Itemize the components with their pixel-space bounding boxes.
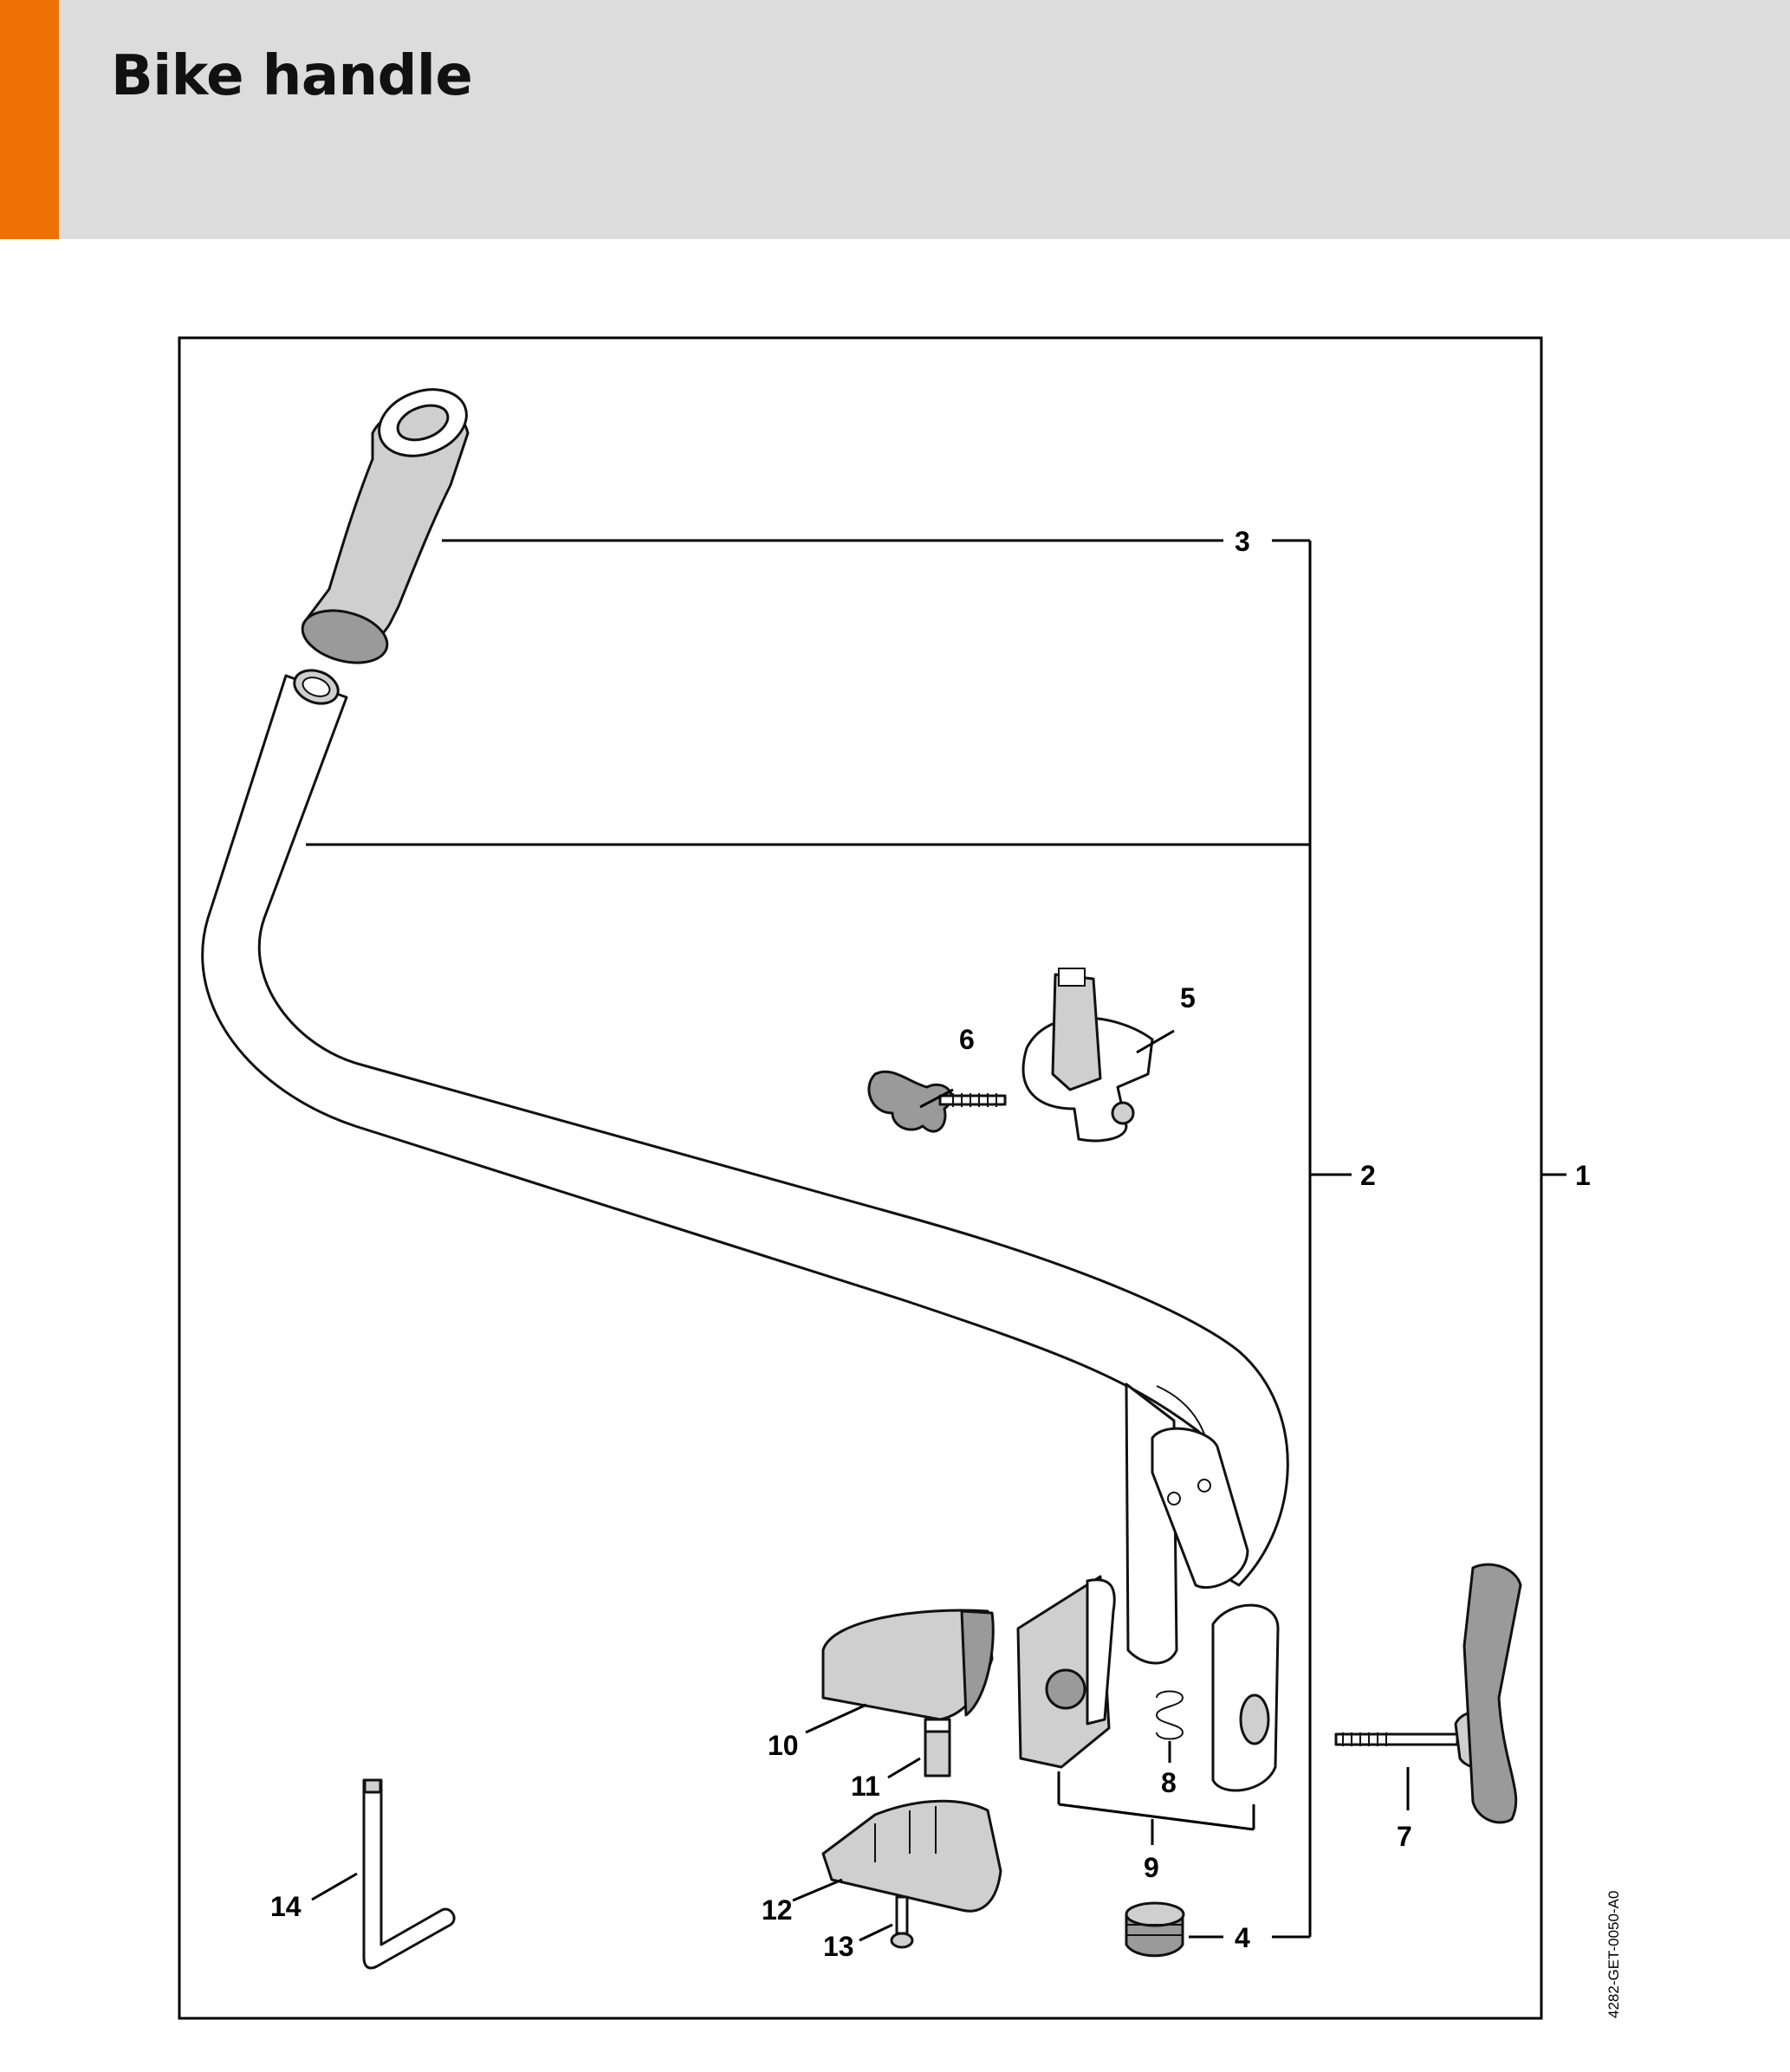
label-part-8[interactable]: 8 [1161, 1767, 1177, 1798]
screw-small[interactable] [890, 1895, 914, 1949]
label-part-5[interactable]: 5 [1180, 982, 1196, 1013]
label-part-14[interactable]: 14 [270, 1891, 302, 1922]
spring[interactable] [1155, 1690, 1184, 1740]
page-title: Bike handle [111, 44, 473, 108]
label-part-3[interactable]: 3 [1235, 526, 1250, 557]
clamp-housing[interactable] [1021, 968, 1154, 1143]
clamp-half-right[interactable] [1211, 1603, 1280, 1792]
page-header: Bike handle [0, 0, 1790, 239]
star-knob-screw[interactable] [867, 1070, 1007, 1133]
cover-base[interactable] [821, 1799, 1002, 1913]
label-part-13[interactable]: 13 [823, 1931, 854, 1962]
wing-screw[interactable] [1334, 1563, 1522, 1824]
insert[interactable] [924, 1718, 951, 1777]
grip[interactable] [296, 378, 476, 671]
label-part-9[interactable]: 9 [1144, 1852, 1159, 1883]
label-part-7[interactable]: 7 [1397, 1821, 1412, 1852]
label-part-10[interactable]: 10 [768, 1730, 799, 1761]
plug[interactable] [1125, 1901, 1185, 1958]
handlebar-post [1125, 1382, 1249, 1665]
cover[interactable] [821, 1609, 995, 1721]
label-part-12[interactable]: 12 [762, 1894, 793, 1926]
label-part-4[interactable]: 4 [1235, 1922, 1250, 1953]
label-part-11[interactable]: 11 [851, 1771, 880, 1802]
diagram-frame [178, 336, 1543, 2020]
part-labels: 1 2 3 4 5 6 7 8 9 10 11 12 13 14 [270, 526, 1591, 1962]
allen-key[interactable] [362, 1778, 456, 1970]
diagram-reference-code: 4282-GET-0050-A0 [1605, 1891, 1622, 2018]
label-part-1[interactable]: 1 [1575, 1160, 1591, 1191]
label-part-2[interactable]: 2 [1360, 1160, 1376, 1191]
label-part-6[interactable]: 6 [959, 1024, 975, 1055]
accent-bar [0, 0, 59, 239]
leader-lines [306, 539, 1566, 1942]
clamp-half-left[interactable] [1016, 1575, 1116, 1769]
handlebar-tube[interactable] [201, 664, 1289, 1587]
